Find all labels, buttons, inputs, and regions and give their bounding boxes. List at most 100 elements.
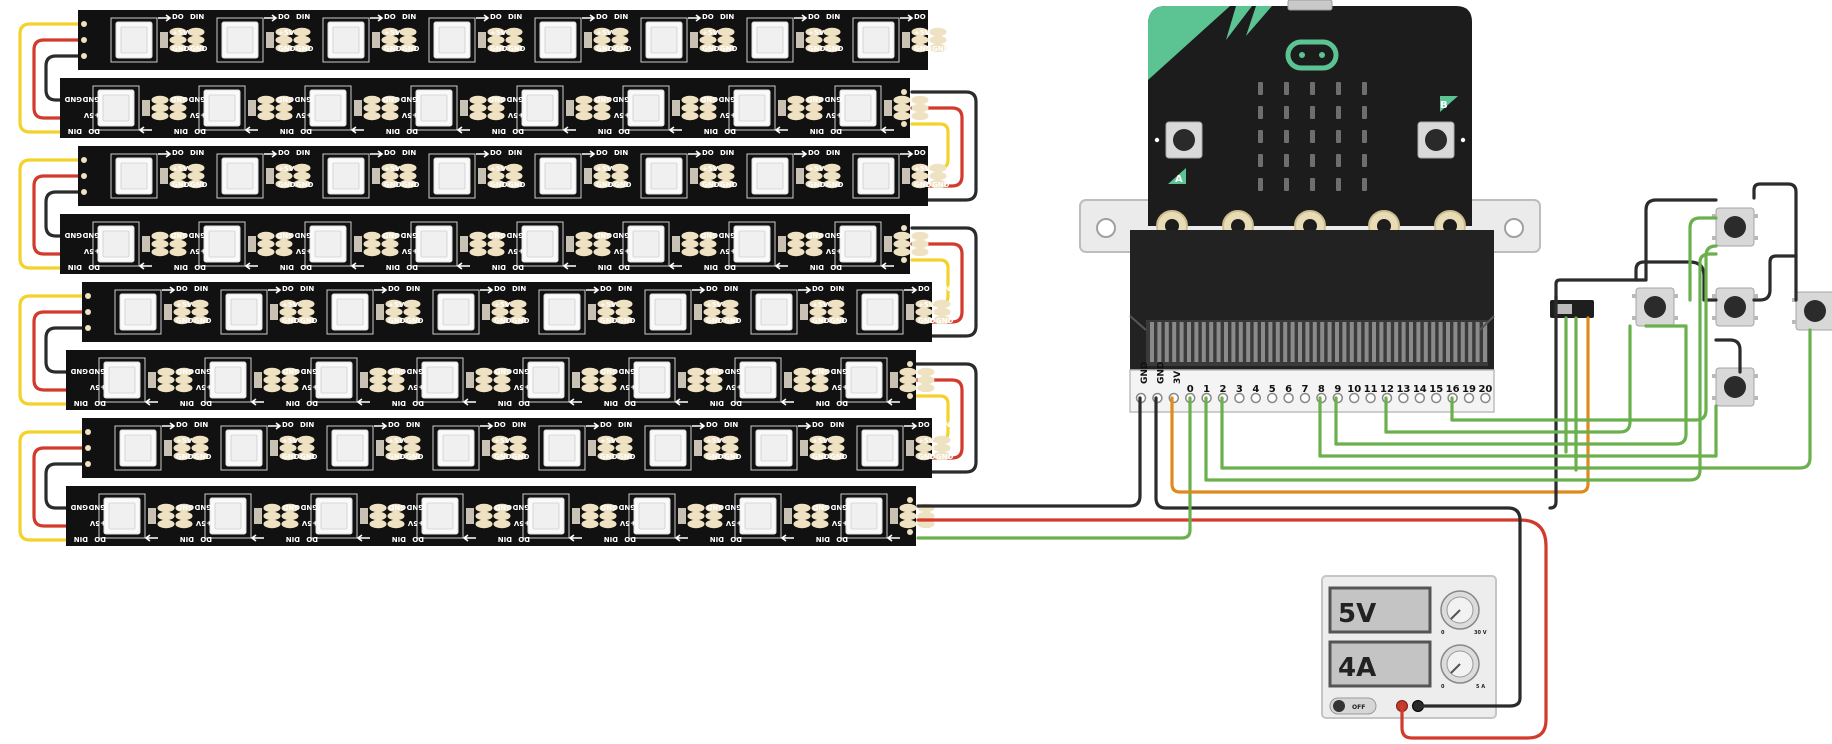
- solder-pad: [387, 519, 405, 529]
- label-gnd: GND: [194, 317, 212, 325]
- solder-pad: [899, 503, 917, 513]
- psu-knob-pointer: [1450, 663, 1461, 674]
- solder-pad: [929, 43, 947, 53]
- label-din: DIN: [614, 149, 628, 157]
- solder-pad: [369, 511, 387, 521]
- matrix-led: [1258, 82, 1263, 95]
- data-arrow: [900, 14, 914, 22]
- led-die: [336, 298, 364, 326]
- label-do: DO: [918, 421, 930, 429]
- solder-pad: [827, 307, 845, 317]
- end-pad: [81, 21, 87, 27]
- led-die: [760, 298, 788, 326]
- solder-pad: [811, 511, 829, 521]
- led-frame: [640, 17, 688, 63]
- capacitor: [678, 372, 686, 388]
- label-do: DO: [596, 149, 608, 157]
- led-die: [866, 434, 894, 462]
- label-do: DO: [702, 13, 714, 21]
- wire-black-loop: [910, 90, 978, 202]
- solder-pad: [297, 299, 315, 309]
- solder-pad: [487, 103, 505, 113]
- matrix-led: [1310, 154, 1315, 167]
- connector-finger: [1246, 322, 1251, 362]
- data-arrow: [568, 398, 582, 406]
- solder-pad: [575, 247, 593, 257]
- label-gnd: GND: [618, 367, 636, 375]
- solder-pad: [403, 443, 421, 453]
- solder-pad: [369, 519, 387, 529]
- solder-pad: [805, 247, 823, 257]
- connector-finger: [1386, 322, 1391, 362]
- wire-green-signal: [1334, 324, 1688, 446]
- solder-pad: [915, 435, 933, 445]
- solder-pad: [827, 315, 845, 325]
- matrix-led: [1284, 130, 1289, 143]
- solder-pad: [911, 163, 929, 173]
- solder-pad: [699, 171, 717, 181]
- label-vcc: +5V: [401, 111, 418, 119]
- label-vcc: +5V: [189, 111, 206, 119]
- capacitor: [800, 304, 808, 320]
- data-arrow: [350, 262, 364, 270]
- label-vcc: +5V: [388, 301, 405, 309]
- solder-pad: [151, 231, 169, 241]
- capacitor: [690, 168, 698, 184]
- led-strip-row: DODIN+5VGNDGNDDODIN+5VGNDGNDDODIN+5VGNDG…: [66, 350, 935, 410]
- solder-pad: [721, 307, 739, 317]
- label-gnd: GND: [724, 367, 742, 375]
- label-do: DO: [724, 127, 736, 135]
- solder-pad: [469, 231, 487, 241]
- solder-pad: [363, 231, 381, 241]
- capacitor: [142, 236, 150, 252]
- solder-pad: [893, 247, 911, 257]
- label-vcc: +5V: [172, 165, 189, 173]
- label-vcc: +5V: [914, 165, 931, 173]
- solder-pad: [381, 231, 399, 241]
- solder-pad: [263, 503, 281, 513]
- solder-pad: [793, 503, 811, 513]
- capacitor: [354, 236, 362, 252]
- label-vcc: +5V: [490, 165, 507, 173]
- pushbutton: [1712, 287, 1758, 327]
- solder-pad: [509, 451, 527, 461]
- solder-pad: [191, 315, 209, 325]
- solder-pad: [509, 443, 527, 453]
- solder-pad: [827, 299, 845, 309]
- data-arrow: [688, 14, 702, 22]
- label-vcc: +5V: [195, 519, 212, 527]
- wire-green-data: [916, 396, 1192, 540]
- pushbutton-leg: [1712, 236, 1716, 240]
- solder-pad: [687, 375, 705, 385]
- connector-finger: [1194, 322, 1199, 362]
- button-a-cap: [1173, 129, 1195, 151]
- solder-pad: [187, 179, 205, 189]
- label-gnd: GND: [618, 317, 636, 325]
- current-display: [1328, 640, 1432, 688]
- solder-pad: [157, 375, 175, 385]
- label-vcc: +5V: [706, 301, 723, 309]
- solder-pad: [721, 299, 739, 309]
- solder-pad: [917, 511, 935, 521]
- label-gnd: GND: [596, 181, 614, 189]
- solder-pad: [699, 179, 717, 189]
- edge-ring-hole: [1443, 219, 1457, 233]
- label-gnd: GND: [300, 453, 318, 461]
- label-gnd: GND: [278, 181, 296, 189]
- led-die: [426, 502, 454, 530]
- data-arrow: [162, 286, 176, 294]
- led-frame: [856, 425, 904, 471]
- end-pad: [901, 121, 907, 127]
- led-frame: [750, 425, 798, 471]
- solder-pad: [705, 367, 723, 377]
- solder-pad: [827, 443, 845, 453]
- label-gnd: GND: [296, 45, 314, 53]
